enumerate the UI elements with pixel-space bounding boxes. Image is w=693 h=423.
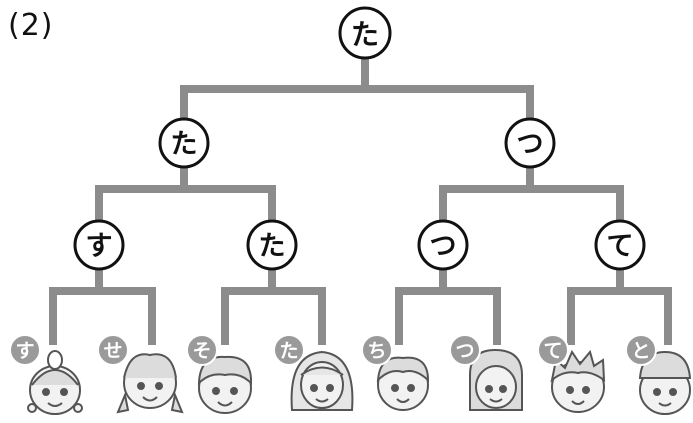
contestant-6-label: つ	[455, 340, 474, 362]
winner-quarter-1-label: す	[86, 231, 113, 262]
contestant-4: た	[273, 334, 354, 411]
bracket-quarter-4	[567, 262, 672, 345]
bracket-quarter-1	[49, 262, 156, 345]
curly-girl-face-icon	[469, 348, 523, 411]
winner-final-label: た	[351, 18, 379, 51]
braids-girl-face-icon	[116, 353, 184, 414]
winner-semi-right-label: つ	[517, 129, 544, 160]
winner-quarter-4: て	[594, 219, 646, 271]
contestant-8-label: と	[631, 340, 650, 362]
contestant-7-label: て	[543, 340, 562, 362]
winner-final: た	[338, 6, 392, 60]
bracket-lines	[49, 58, 672, 345]
bracket-quarter-2	[221, 262, 326, 345]
winner-quarter-4-label: て	[607, 231, 634, 262]
winner-quarter-3-label: つ	[430, 231, 457, 262]
winner-semi-left: た	[158, 117, 210, 169]
bracket-semi-left	[95, 160, 276, 231]
curly-boy-face-icon	[197, 355, 253, 414]
winner-semi-right: つ	[504, 117, 556, 169]
contestant-1: す	[9, 334, 83, 415]
winner-quarter-2: た	[246, 219, 298, 271]
contestant-5: ち	[361, 334, 430, 411]
contestant-8: と	[625, 334, 692, 415]
winner-semi-left-label: た	[171, 129, 198, 160]
bracket-final	[180, 58, 534, 130]
winner-quarter-3: つ	[417, 219, 469, 271]
contestant-6: つ	[449, 334, 523, 411]
contestant-2-label: せ	[103, 340, 122, 362]
contestant-5-label: ち	[367, 340, 386, 362]
spiky-boy-face-icon	[550, 349, 606, 413]
contestant-3: そ	[186, 334, 253, 414]
long-hair-woman-face-icon	[290, 350, 354, 411]
winner-quarter-2-label: た	[259, 231, 286, 262]
bracket-semi-right	[439, 160, 624, 231]
contestant-4-label: た	[279, 340, 298, 362]
contestant-1-label: す	[15, 340, 34, 362]
problem-number: (2)	[8, 8, 54, 43]
contestant-2: せ	[97, 334, 184, 414]
winner-quarter-1: す	[73, 219, 125, 271]
contestant-3-label: そ	[192, 340, 211, 362]
crown-girl-face-icon	[27, 350, 83, 415]
contestant-7: て	[537, 334, 606, 413]
bracket-quarter-3	[395, 262, 501, 345]
boy-face-icon	[376, 356, 430, 411]
